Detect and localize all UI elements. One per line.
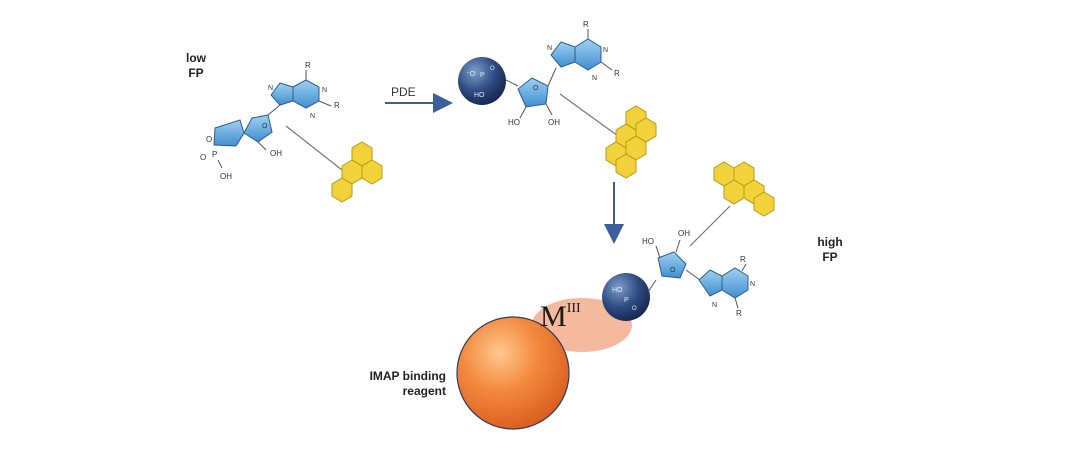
svg-text:R: R [614,69,620,78]
fluorophore-3 [713,161,775,217]
svg-text:HO: HO [474,92,485,99]
svg-text:HO: HO [612,287,623,294]
imap-reagent-label: IMAP binding reagent [369,369,446,398]
svg-text:N: N [322,87,327,94]
svg-text:N: N [310,113,315,120]
svg-text:R: R [740,255,746,264]
svg-text:R: R [736,309,742,318]
svg-text:O: O [200,153,206,162]
high-fp-label: high FP [817,235,843,264]
svg-text:O: O [262,123,268,130]
svg-text:P: P [624,297,629,304]
svg-text:O: O [206,135,212,144]
svg-text:P: P [212,150,217,159]
atom-r-label: R [305,61,311,70]
fluorophore-1 [331,141,383,203]
svg-text:N: N [750,281,755,288]
purine-base-1: R N R N N [268,61,340,120]
imap-binding-bead [456,316,570,430]
cyclic-nucleotide-molecule: R N R N N O OH O P O OH [200,61,383,203]
bound-complex: HO P O O HO OH R N R N [456,161,775,430]
svg-text:O: O [490,66,495,72]
svg-text:N: N [268,85,273,92]
svg-text:HO: HO [508,118,520,127]
svg-text:OH: OH [548,118,560,127]
svg-text:O: O [670,267,676,274]
linear-nucleotide-molecule: ⁻O P O HO O HO OH R N R N N [458,20,657,179]
pde-label: PDE [391,85,416,99]
purine-base-3: R N R N [698,255,755,318]
svg-text:N: N [712,302,717,309]
svg-text:O: O [632,306,637,312]
phosphate-group-2 [602,273,650,321]
low-fp-label: low FP [186,51,206,80]
svg-text:⁻O: ⁻O [466,71,476,78]
svg-text:R: R [334,101,340,110]
svg-text:OH: OH [220,172,232,181]
svg-text:OH: OH [678,229,690,238]
ribose-sugar-3: O HO OH [642,229,690,279]
svg-text:OH: OH [270,149,282,158]
phosphate-group-1 [458,57,506,105]
ribose-sugar-1: O OH O P O OH [200,114,282,181]
svg-text:R: R [583,20,589,29]
svg-text:N: N [547,45,552,52]
svg-text:N: N [603,47,608,54]
purine-base-2: R N R N N [547,20,620,82]
svg-text:O: O [533,85,539,92]
fluorophore-2 [605,105,657,179]
ribose-sugar-2: O HO OH [508,77,560,127]
metal-ion-label: MIII [540,300,581,333]
svg-text:HO: HO [642,237,654,246]
svg-text:N: N [592,75,597,82]
svg-text:P: P [480,72,485,79]
